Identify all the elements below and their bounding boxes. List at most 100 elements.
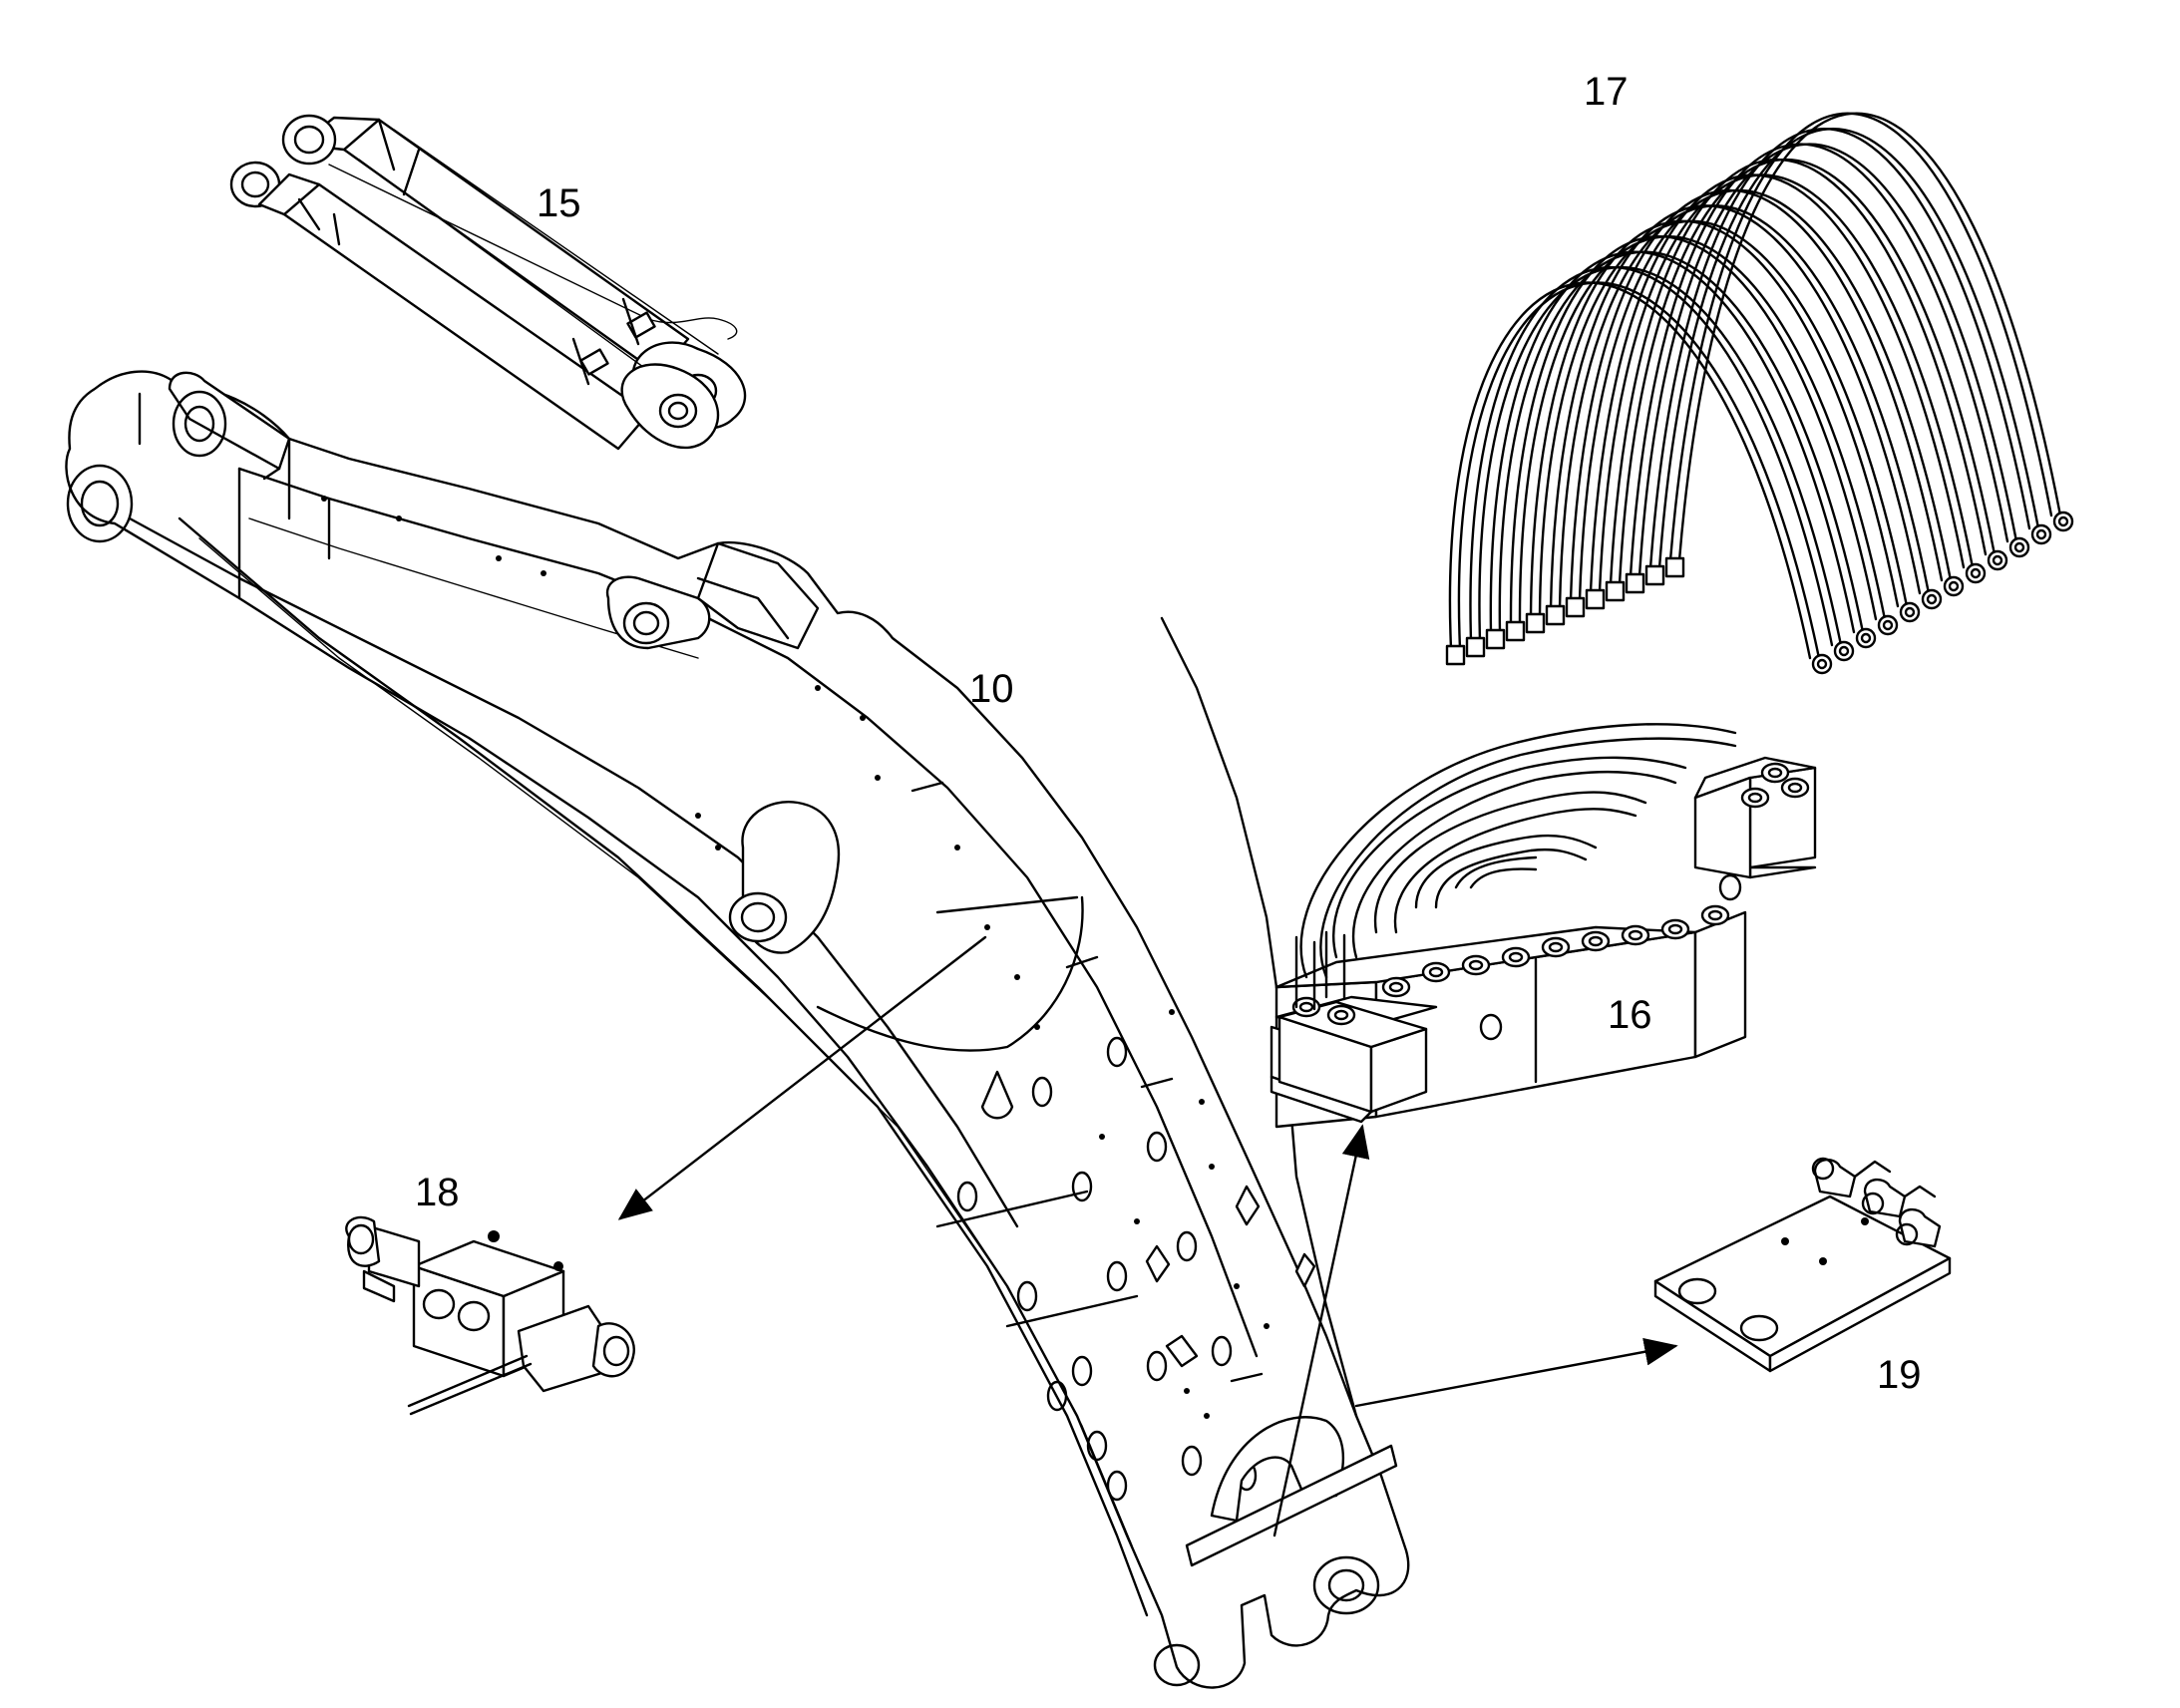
hose-eye-bore xyxy=(2057,515,2069,527)
fitting-plate[interactable] xyxy=(1653,1157,1952,1373)
valve-block-assembly[interactable] xyxy=(1270,723,1817,1129)
valve-port xyxy=(1660,918,1690,940)
hydraulic-cylinders[interactable] xyxy=(229,114,747,451)
valve-port xyxy=(1700,904,1730,926)
callout-10: 10 xyxy=(969,667,1014,711)
hose-line xyxy=(1657,127,2040,570)
hose-eye-fitting xyxy=(1987,549,2008,571)
hose-end-fitting xyxy=(1485,628,1506,650)
callout-15: 15 xyxy=(537,181,581,225)
hose-line xyxy=(1478,266,1843,647)
hose-end-fitting xyxy=(1565,596,1586,618)
hose-eye-fitting xyxy=(1943,575,1965,597)
hose-line xyxy=(1598,173,1975,594)
valve-port-bore xyxy=(1767,767,1783,779)
hose-line xyxy=(1609,158,1988,586)
hose-line xyxy=(1668,112,2053,562)
solenoid-valve[interactable] xyxy=(345,1215,635,1416)
valve-port xyxy=(1581,930,1611,952)
hose-eye-fitting xyxy=(1855,627,1877,649)
hose-eye-bore xyxy=(1970,567,1982,579)
hose-eye-bore xyxy=(1948,580,1960,592)
hose-end-fitting xyxy=(1445,644,1466,666)
hose-line xyxy=(1498,250,1865,634)
valve-port-bore xyxy=(1388,981,1404,993)
valve-port-bore xyxy=(1333,1009,1349,1021)
hose-eye-bore xyxy=(2035,528,2047,540)
hose-line xyxy=(1589,173,1966,594)
valve-port xyxy=(1760,762,1790,784)
hose-end-fitting xyxy=(1664,556,1685,578)
hose-line xyxy=(1629,143,2009,578)
hose-line xyxy=(1569,188,1944,602)
leader-arrow-18 xyxy=(617,935,987,1220)
valve-port xyxy=(1291,996,1321,1018)
hose-set[interactable] xyxy=(1445,112,2074,675)
hose-end-fitting xyxy=(1625,572,1645,594)
hose-line xyxy=(1457,281,1821,660)
leader-arrow-19 xyxy=(1354,1337,1678,1408)
hose-end-fitting xyxy=(1505,620,1526,642)
valve-port-bore xyxy=(1428,966,1444,978)
valve-port xyxy=(1326,1004,1356,1026)
hose-eye-fitting xyxy=(1877,614,1899,636)
hose-end-fitting xyxy=(1525,612,1546,634)
valve-port-bore xyxy=(1667,923,1683,935)
valve-port-bore xyxy=(1588,935,1604,947)
valve-port xyxy=(1421,961,1451,983)
hose-end-fitting xyxy=(1465,636,1486,658)
hose-line xyxy=(1618,158,1997,586)
valve-port xyxy=(1621,924,1650,946)
hose-eye-bore xyxy=(1816,658,1828,670)
valve-port xyxy=(1780,777,1810,799)
hose-eye-bore xyxy=(1926,593,1938,605)
valve-port xyxy=(1381,976,1411,998)
valve-port-bore xyxy=(1298,1001,1314,1013)
callout-19: 19 xyxy=(1877,1353,1922,1397)
hose-eye-fitting xyxy=(1921,588,1943,610)
leader-arrow-16 xyxy=(1272,1124,1370,1537)
valve-port-bore xyxy=(1707,909,1723,921)
hose-eye-fitting xyxy=(1965,562,1987,584)
hose-line xyxy=(1549,204,1922,610)
hose-end-fitting xyxy=(1605,580,1626,602)
hose-eye-fitting xyxy=(2030,523,2052,545)
leader-arrows xyxy=(617,935,1678,1537)
hose-end-fitting xyxy=(1585,588,1606,610)
hose-line xyxy=(1558,204,1931,610)
valve-port-bore xyxy=(1787,782,1803,794)
valve-port-bore xyxy=(1747,792,1763,804)
valve-port xyxy=(1740,787,1770,809)
valve-port-bore xyxy=(1548,941,1564,953)
valve-port-bore xyxy=(1628,929,1643,941)
callout-17: 17 xyxy=(1584,70,1629,114)
boom-holes xyxy=(956,1036,1258,1502)
hose-eye-bore xyxy=(1992,554,2003,566)
hose-eye-bore xyxy=(1860,632,1872,644)
hose-line xyxy=(1578,188,1953,602)
hose-eye-fitting xyxy=(2008,536,2030,558)
hose-line xyxy=(1677,112,2062,562)
hose-line xyxy=(1637,143,2018,578)
hose-eye-bore xyxy=(1838,645,1850,657)
hose-eye-bore xyxy=(2013,541,2025,553)
hose-line xyxy=(1518,235,1887,626)
hose-eye-fitting xyxy=(1899,601,1921,623)
boom-rivets xyxy=(321,496,1270,1419)
hose-eye-bore xyxy=(1904,606,1916,618)
boom[interactable] xyxy=(65,370,1410,1689)
hose-eye-fitting xyxy=(1811,653,1833,675)
hose-eye-bore xyxy=(1882,619,1894,631)
valve-port xyxy=(1461,954,1491,976)
callout-18: 18 xyxy=(415,1171,460,1214)
hose-end-fitting xyxy=(1644,564,1665,586)
valve-port-bore xyxy=(1468,959,1484,971)
hose-line xyxy=(1538,219,1909,618)
valve-port xyxy=(1501,946,1531,968)
hose-end-fitting xyxy=(1545,604,1566,626)
valve-port xyxy=(1541,936,1571,958)
hose-eye-fitting xyxy=(2052,511,2074,532)
valve-port-bore xyxy=(1508,951,1524,963)
hose-eye-fitting xyxy=(1833,640,1855,662)
